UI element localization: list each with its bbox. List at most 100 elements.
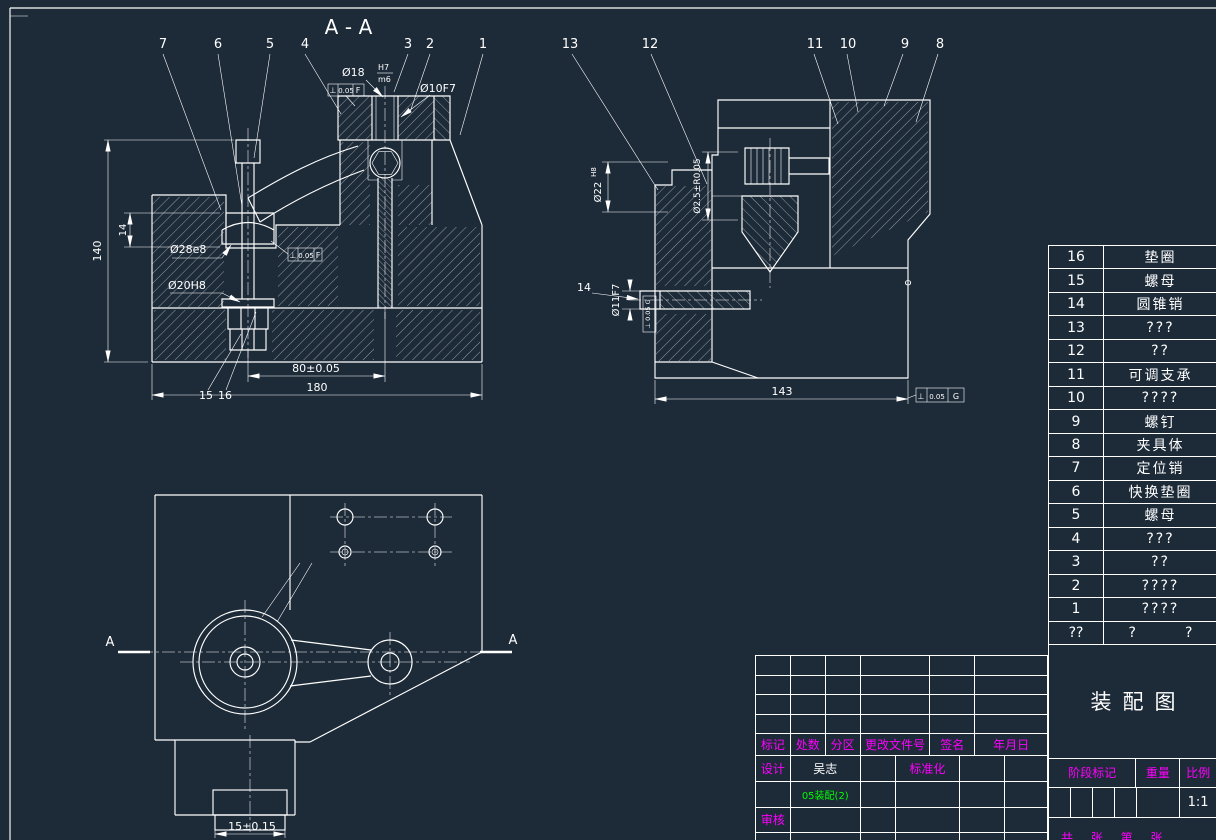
- parts-header-no: ??: [1049, 621, 1104, 644]
- section-label: A-A: [325, 15, 380, 39]
- part-name: ????: [1141, 601, 1180, 618]
- tol-datum: G: [953, 392, 959, 401]
- parts-row: 13???: [1049, 315, 1216, 339]
- part-name: 定位销: [1136, 461, 1185, 478]
- parts-row: 1????: [1049, 597, 1216, 621]
- part-name: ????: [1141, 390, 1180, 407]
- parts-row: 11 可调支承: [1049, 362, 1216, 386]
- balloon-3: 3: [404, 37, 412, 52]
- plan-centerlines: [180, 503, 470, 832]
- parts-row: 12??: [1049, 338, 1216, 363]
- right-view-balloons: 13 12 11 10 9 8: [562, 37, 944, 191]
- balloon-5: 5: [266, 37, 274, 52]
- dim-d28e8: Ø28e8: [170, 243, 206, 256]
- part-name: ???: [1146, 530, 1175, 547]
- balloon-10: 10: [840, 37, 857, 52]
- dim-14: 14: [118, 224, 129, 237]
- part-no: 6: [1049, 480, 1104, 504]
- designer-name: 吴志: [791, 756, 861, 781]
- part-no: 11: [1049, 363, 1104, 386]
- parts-row: 4???: [1049, 526, 1216, 551]
- part-name: 螺母: [1144, 508, 1177, 525]
- part-name: 螺母: [1144, 273, 1177, 290]
- cutting-plane-line: A A: [106, 633, 518, 654]
- label-15: 15: [199, 389, 213, 402]
- parts-row: 5 螺母: [1049, 503, 1216, 527]
- balloon-6: 6: [214, 37, 222, 52]
- sheet-count-row: 共 张 第 张: [1049, 818, 1216, 840]
- body-outline: [628, 99, 931, 379]
- tolerance-frame-right: ⊥ 0.05 G: [907, 387, 965, 403]
- tolerance-frame-mid: ⊥ 0.05 F: [270, 240, 323, 262]
- part-no: 14: [1049, 292, 1104, 316]
- part-name: 快换垫圈: [1128, 484, 1193, 501]
- parts-row: 9 螺钉: [1049, 409, 1216, 433]
- part-no: 5: [1049, 504, 1104, 527]
- part-no: 9: [1049, 410, 1104, 433]
- dim-d18: Ø18: [342, 66, 365, 79]
- parts-header-col2: ?: [1185, 624, 1193, 641]
- check-row: 审核: [756, 807, 1048, 834]
- scale-value: 1:1: [1187, 794, 1209, 810]
- dim-d10f7: Ø10F7: [420, 82, 456, 95]
- revision-empty-row: [756, 656, 1048, 676]
- dim-d20h8: Ø20H8: [168, 279, 206, 292]
- stage-value-row: 1:1: [1049, 787, 1216, 819]
- parts-row: 2????: [1049, 573, 1216, 598]
- balloon-12: 12: [642, 37, 659, 52]
- balloon-1: 1: [479, 37, 487, 52]
- parts-header-col1: ?: [1128, 624, 1136, 641]
- tol-datum: F: [356, 86, 361, 95]
- dim-143: 143: [772, 385, 793, 398]
- tol-value: 0.05: [929, 393, 945, 401]
- label-16: 16: [218, 389, 232, 402]
- dim-25: Ø2.5±R0.05: [692, 158, 703, 213]
- left-view-balloons: 7 6 5 4 3 2 1: [159, 37, 487, 211]
- part-no: 10: [1049, 386, 1104, 410]
- balloon-2: 2: [426, 37, 434, 52]
- rev-header-sign: 签名: [930, 734, 976, 756]
- part-no: 3: [1049, 551, 1104, 574]
- standardization-label: 标准化: [896, 756, 961, 781]
- rev-header-mark: 标记: [756, 734, 791, 756]
- revision-empty-row: [756, 714, 1048, 735]
- phi-symbol: Φ: [904, 279, 911, 289]
- parts-row: 3??: [1049, 550, 1216, 574]
- part-no: 16: [1049, 246, 1104, 269]
- dim-180: 180: [307, 381, 328, 394]
- dim-d11f7: Ø11F7: [610, 284, 622, 317]
- check-label: 审核: [756, 807, 791, 833]
- revision-table: 标记 处数 分区 更改文件号 签名 年月日 设计 吴志 标准化 05装配(2) …: [755, 655, 1048, 840]
- part-no: 13: [1049, 316, 1104, 339]
- section-arrow-a-right: A: [509, 633, 518, 648]
- part-name: 可调支承: [1128, 367, 1193, 384]
- part-name: ???: [1146, 319, 1175, 336]
- weight-label: 重量: [1136, 758, 1181, 787]
- dim-14-right: 14: [577, 281, 591, 294]
- dim-d18-fit-top: H7: [378, 63, 389, 72]
- plan-dimensions: 15±0.15: [214, 820, 286, 838]
- right-view-dimensions: Ø22 H8 Ø2.5±R0.05 14 Ø11F7 ⊥ 0.05 G 143: [577, 151, 965, 404]
- balloon-4: 4: [301, 37, 309, 52]
- hatch-regions: [656, 102, 928, 361]
- stage-header-row: 阶段标记 重量 比例: [1049, 758, 1216, 788]
- hatch-regions: [152, 96, 480, 360]
- revision-cut-row: [756, 833, 1048, 840]
- tol-value: 0.05: [338, 87, 354, 95]
- section-arrow-a-left: A: [106, 635, 115, 650]
- revision-empty-row: [756, 675, 1048, 696]
- tol-value: 0.05: [298, 252, 314, 260]
- part-no: 2: [1049, 574, 1104, 598]
- plan-view: A A 15±0.15: [106, 494, 518, 838]
- drawing-title: 装配图: [1049, 645, 1216, 759]
- body-outline: [151, 86, 483, 363]
- part-name: 螺钉: [1144, 414, 1177, 431]
- sheet-frame: [9, 7, 1216, 840]
